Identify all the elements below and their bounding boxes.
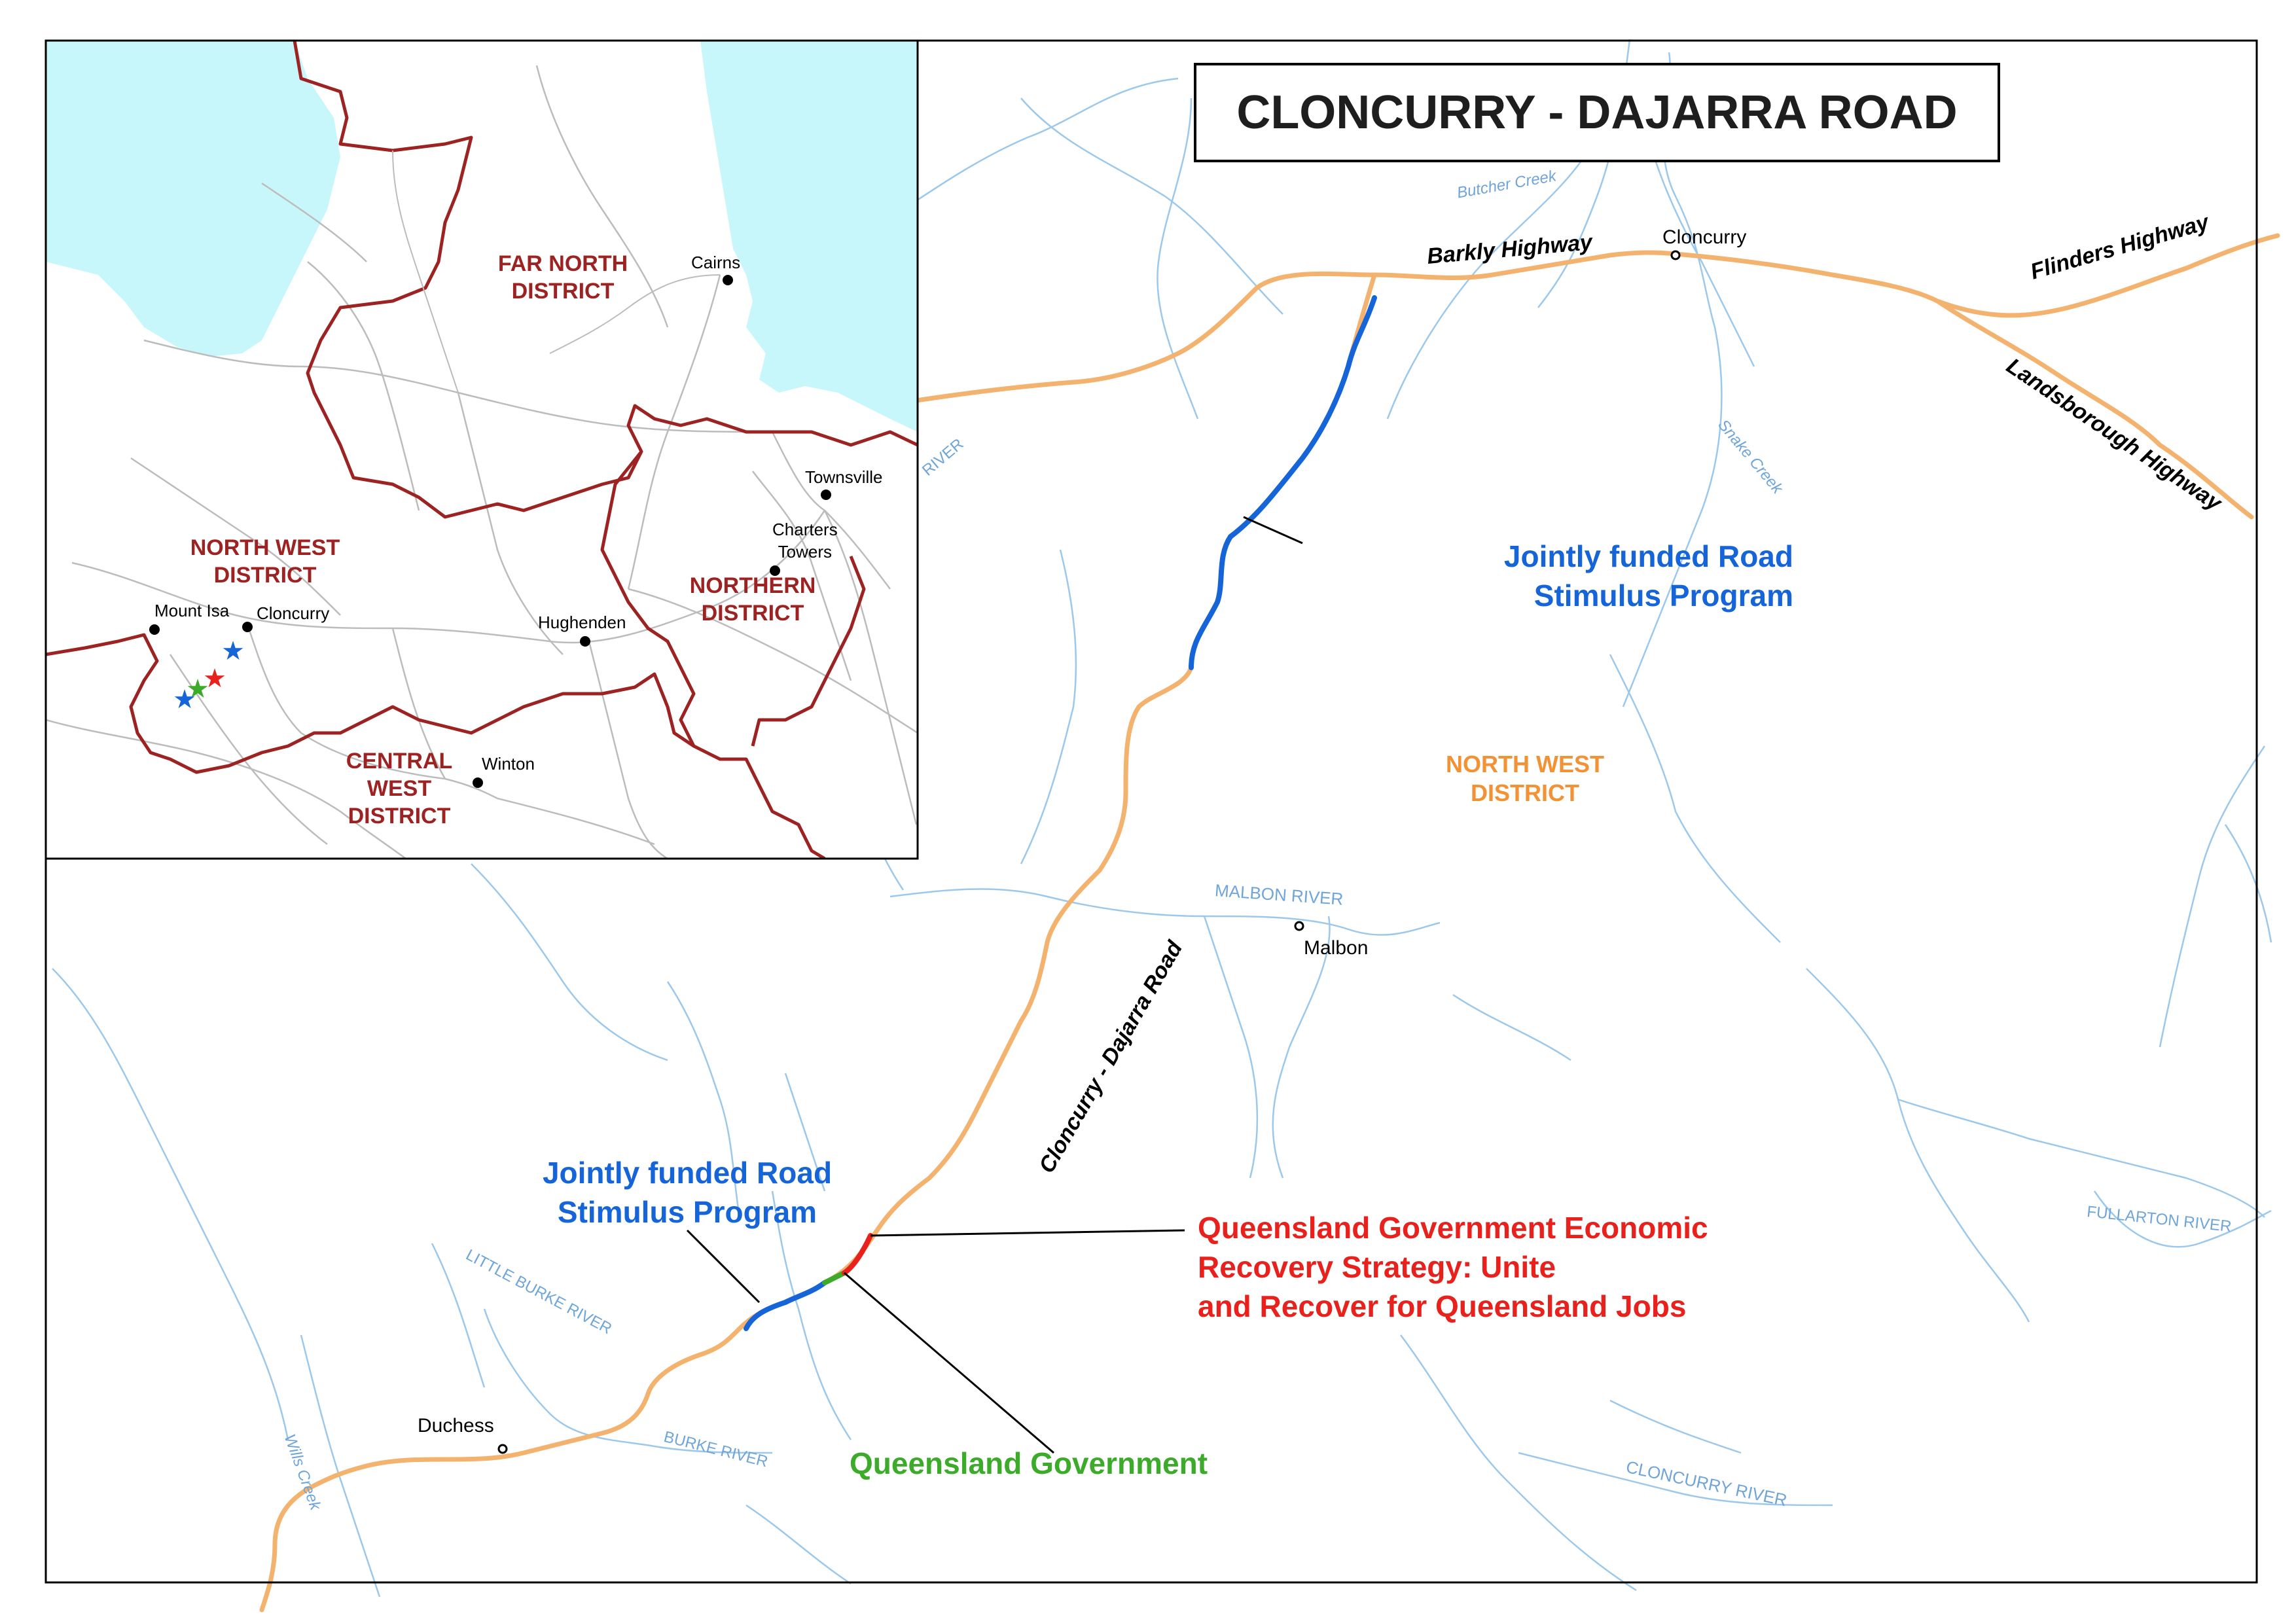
town-label-cloncurry: Cloncurry (1662, 226, 1747, 248)
inset-map: ★ ★ ★ ★ (45, 39, 919, 860)
inset-district-central-west: CENTRAL WEST DISTRICT (346, 749, 453, 829)
blue-section-north (1189, 295, 1377, 670)
green-star-icon: ★ (186, 674, 209, 704)
inset-town-cloncurry: Cloncurry (257, 603, 330, 623)
green-section (822, 1270, 847, 1285)
inset-town-winton: Winton (482, 754, 535, 774)
malbon-town-marker (1294, 921, 1304, 931)
blue-star-icon: ★ (221, 636, 245, 666)
inset-town-mount-isa: Mount Isa (154, 601, 230, 620)
inset-district-north-west: NORTH WEST DISTRICT (190, 535, 340, 588)
red-star-icon: ★ (203, 664, 226, 694)
towns (497, 250, 1681, 1454)
duchess-town-marker (497, 1444, 508, 1454)
callout-red: Queensland Government Economic Recovery … (1198, 1211, 1708, 1323)
gulf-sea (46, 41, 340, 357)
inset-town-hughenden: Hughenden (538, 613, 626, 632)
flinders-highway (1673, 233, 2280, 318)
red-section (842, 1233, 873, 1275)
coral-sea (700, 41, 918, 432)
map-title: CLONCURRY - DAJARRA ROAD (1236, 86, 1958, 139)
inset-town-charters-towers: Charters Towers (772, 520, 838, 562)
callout-green: Queensland Government (850, 1446, 1208, 1480)
blue-star-icon: ★ (173, 685, 196, 715)
highways (259, 233, 2280, 1613)
title-box: CLONCURRY - DAJARRA ROAD (1194, 63, 2000, 162)
inset-towns (149, 275, 831, 788)
callout-blue-north: Jointly funded Road Stimulus Program (1503, 539, 1793, 613)
cloncurry-town-marker (1670, 250, 1681, 260)
inset-town-cairns: Cairns (691, 253, 741, 272)
landsborough-highway (1935, 298, 2254, 520)
town-label-malbon: Malbon (1304, 937, 1369, 959)
callout-lines (686, 516, 1303, 1454)
barkly-highway (914, 250, 1678, 403)
inset-town-townsville: Townsville (805, 467, 883, 487)
inset-markers: ★ ★ ★ ★ (173, 636, 245, 715)
blue-section-south (744, 1280, 827, 1331)
inset-district-far-north: FAR NORTH DISTRICT (497, 251, 628, 304)
district-label-north-west: NORTH WEST DISTRICT (1446, 751, 1604, 806)
funded-sections (744, 295, 1377, 1331)
callout-blue-south: Jointly funded Road Stimulus Program (542, 1156, 833, 1229)
town-label-duchess: Duchess (418, 1415, 494, 1436)
district-boundaries (46, 41, 918, 859)
inset-district-northern: NORTHERN DISTRICT (689, 573, 816, 626)
map-frame (45, 39, 2258, 1584)
